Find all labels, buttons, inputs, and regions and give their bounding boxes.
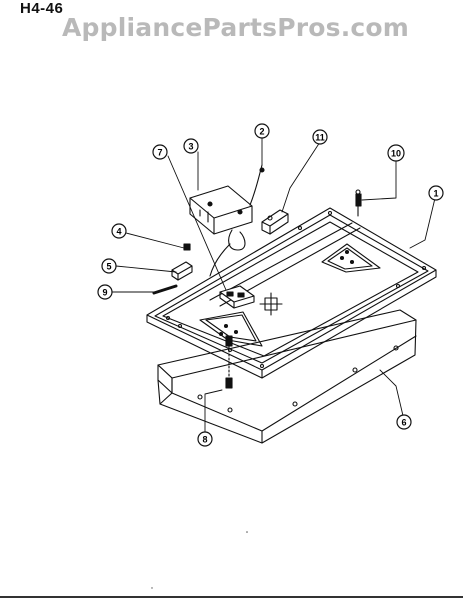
callout-label: 4 bbox=[116, 226, 121, 236]
leader-lines bbox=[111, 137, 437, 437]
callout-label: 11 bbox=[315, 132, 325, 142]
callout-1: 1 bbox=[428, 185, 444, 201]
callout-label: 9 bbox=[102, 287, 107, 297]
page-code: H4-46 bbox=[20, 0, 64, 17]
clip-bracket bbox=[171, 261, 193, 281]
bottom-border bbox=[0, 596, 463, 598]
callout-8: 8 bbox=[197, 431, 213, 447]
callout-label: 3 bbox=[188, 141, 193, 151]
scan-speck bbox=[246, 531, 248, 533]
screw bbox=[183, 243, 191, 251]
mounting-bracket bbox=[261, 209, 289, 235]
callout-2: 2 bbox=[254, 123, 270, 139]
callout-label: 5 bbox=[106, 261, 111, 271]
callout-label: 7 bbox=[157, 147, 162, 157]
burner-box-lower-pan bbox=[157, 309, 417, 444]
spring-element bbox=[152, 284, 178, 295]
main-top-tray bbox=[146, 207, 437, 379]
ignitor-wire bbox=[249, 164, 265, 206]
callout-10: 10 bbox=[387, 144, 405, 162]
callout-11: 11 bbox=[312, 129, 328, 145]
valve-fitting bbox=[225, 335, 233, 389]
orifice-fitting bbox=[355, 189, 362, 217]
callout-9: 9 bbox=[97, 284, 113, 300]
ignition-control-box bbox=[189, 185, 253, 277]
callout-3: 3 bbox=[183, 138, 199, 154]
scan-speck bbox=[151, 587, 153, 589]
callout-7: 7 bbox=[152, 144, 168, 160]
callout-label: 2 bbox=[259, 126, 264, 136]
callout-label: 1 bbox=[433, 188, 438, 198]
callout-label: 8 bbox=[202, 434, 207, 444]
spark-module bbox=[219, 285, 255, 309]
callout-4: 4 bbox=[111, 223, 127, 239]
callout-6: 6 bbox=[396, 414, 412, 430]
callout-label: 6 bbox=[401, 417, 406, 427]
callout-5: 5 bbox=[101, 258, 117, 274]
watermark: AppliancePartsPros.com bbox=[62, 13, 410, 42]
callout-label: 10 bbox=[391, 148, 401, 158]
